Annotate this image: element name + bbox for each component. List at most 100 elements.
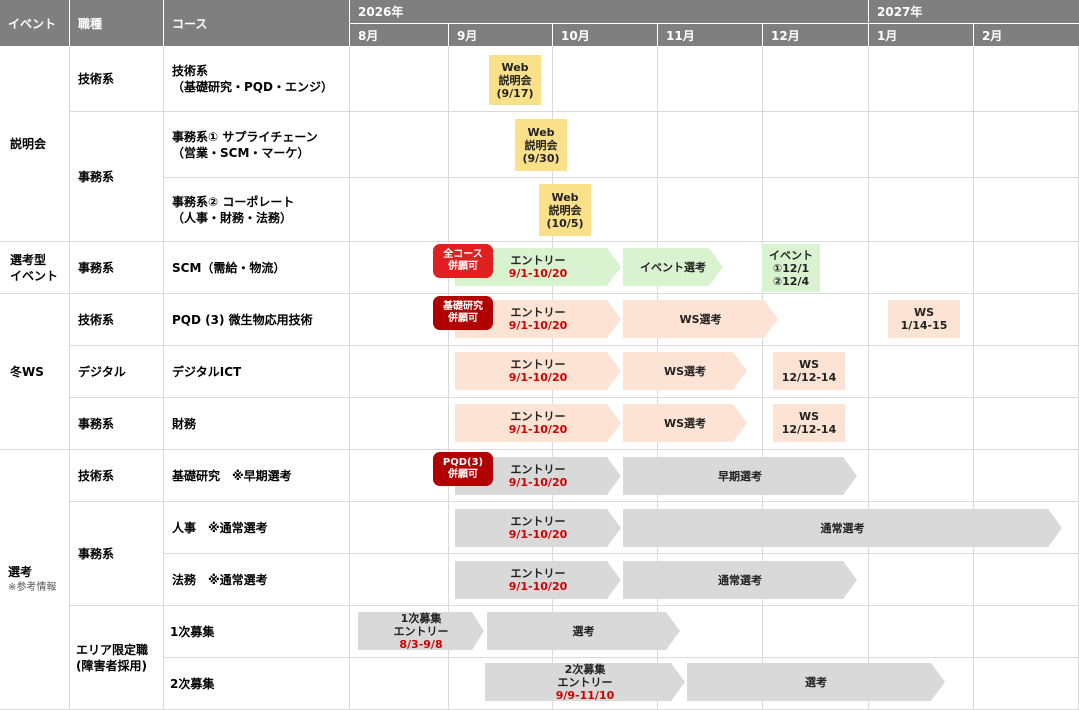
arrow-label: エントリー: [393, 624, 449, 638]
scm-select-arrow: イベント選考: [623, 248, 723, 286]
header-month-label: 8月: [358, 28, 379, 43]
grid-hline: [163, 553, 1079, 554]
box-line: 説明会: [498, 73, 532, 87]
course-label: SCM（需給・物流）: [172, 260, 286, 275]
job-digital: デジタル: [78, 346, 126, 397]
grid-hline: [69, 397, 1079, 398]
box-line: WS: [798, 410, 820, 423]
grid-hline: [0, 241, 1079, 242]
ict-select-arrow: WS選考: [623, 352, 747, 390]
box-line: (9/17): [496, 86, 534, 100]
event-setsumeikai: 説明会: [10, 46, 46, 241]
course-jinji: 人事 ※通常選考: [172, 502, 268, 553]
course-label: 技術系: [172, 63, 209, 78]
badge-line: 併願可: [448, 313, 478, 324]
scm-event-box: イベント ①12/1 ②12/4: [762, 244, 820, 292]
jinji-entry-arrow: エントリー 9/1-10/20: [455, 509, 621, 547]
arrow-date: 8/3-9/8: [399, 637, 443, 651]
badge-line: 併願可: [448, 469, 478, 480]
houmu-entry-arrow: エントリー 9/1-10/20: [455, 561, 621, 599]
job-jimu-3: 事務系: [78, 398, 114, 449]
course-label: 事務系① サプライチェーン: [172, 129, 318, 144]
job-label: 技術系: [78, 468, 115, 483]
grid-vline: [448, 46, 449, 710]
box-line: (9/30): [522, 151, 560, 165]
header-month-oct: 10月: [553, 24, 657, 46]
arrow-label: エントリー: [510, 463, 566, 476]
job-label: 事務系: [78, 260, 115, 275]
arrow-date: 9/1-10/20: [508, 319, 568, 332]
arrow-label: 通常選考: [718, 573, 762, 587]
header-month-label: 11月: [666, 28, 695, 43]
header-month-label: 12月: [771, 28, 800, 43]
arrow-label: エントリー: [510, 358, 566, 371]
header-year-2026: 2026年: [350, 0, 868, 23]
ict-entry-arrow: エントリー 9/1-10/20: [455, 352, 621, 390]
grid-hline: [69, 605, 1079, 606]
course-scm: SCM（需給・物流）: [172, 242, 285, 293]
job-label: エリア限定職: [76, 642, 149, 657]
grid-vline: [973, 46, 974, 710]
job-gijutsu-3: 技術系: [78, 450, 114, 501]
job-gijutsu-1: 技術系: [78, 46, 114, 111]
houmu-select-arrow: 通常選考: [623, 561, 857, 599]
grid-vline: [868, 46, 869, 710]
job-label: 事務系: [78, 546, 115, 561]
event-label: 選考型: [10, 252, 47, 267]
event-label: イベント: [10, 268, 59, 283]
course-boshu2: 2次募集: [170, 658, 214, 709]
badge-line: 基礎研究: [443, 301, 483, 312]
event-senkou: 選考型 イベント: [10, 242, 58, 293]
header-month-jan: 1月: [869, 24, 973, 46]
course-pqd: PQD (3) 微生物応用技術: [172, 294, 313, 345]
job-area: エリア限定職 (障害者採用): [76, 606, 148, 709]
box-line: イベント: [769, 248, 813, 262]
box-line: Web: [551, 190, 579, 204]
course-label: （人事・財務・法務）: [172, 210, 293, 225]
header-course: コース: [164, 0, 349, 46]
boshu2-select-arrow: 選考: [687, 663, 945, 701]
course-label: 財務: [172, 416, 197, 431]
header-job: 職種: [70, 0, 163, 46]
arrow-label: 1次募集: [400, 611, 442, 625]
arrow-date: 9/1-10/20: [508, 580, 568, 593]
box-line: WS: [798, 358, 820, 371]
grid-hline: [69, 111, 1079, 112]
arrow-label: WS選考: [663, 416, 707, 430]
course-jimu2: 事務系② コーポレート （人事・財務・法務）: [172, 178, 294, 241]
zaimu-ws-box: WS 12/12-14: [773, 404, 845, 442]
course-label: 事務系② コーポレート: [172, 194, 295, 209]
ict-ws-box: WS 12/12-14: [773, 352, 845, 390]
event-ws: 冬WS: [10, 294, 44, 449]
arrow-label: エントリー: [510, 515, 566, 528]
job-jimu-2: 事務系: [78, 242, 114, 293]
box-line: 12/12-14: [781, 423, 837, 436]
header-year-2026-label: 2026年: [358, 5, 404, 19]
course-zaimu: 財務: [172, 398, 196, 449]
box-line: ②12/4: [772, 274, 810, 288]
course-kiso: 基礎研究 ※早期選考: [172, 450, 292, 501]
header-month-label: 9月: [457, 28, 478, 43]
badge-line: 全コース: [443, 249, 483, 260]
arrow-date: 9/9-11/10: [555, 688, 615, 702]
grid-vline: [163, 46, 164, 710]
arrow-label: 2次募集: [564, 662, 606, 676]
grid-vline: [69, 46, 70, 710]
course-label: 人事 ※通常選考: [172, 520, 268, 535]
arrow-label: エントリー: [510, 254, 566, 267]
arrow-label: 選考: [572, 624, 595, 638]
course-label: （基礎研究・PQD・エンジ）: [172, 79, 333, 94]
arrow-date: 9/1-10/20: [508, 267, 568, 280]
arrow-date: 9/1-10/20: [508, 423, 568, 436]
course-jimu1: 事務系① サプライチェーン （営業・SCM・マーケ）: [172, 112, 318, 177]
badge-line: PQD(3): [442, 457, 484, 468]
job-label: 技術系: [78, 312, 115, 327]
box-line: (10/5): [546, 216, 584, 230]
course-label: 基礎研究 ※早期選考: [172, 468, 292, 483]
grid-hline: [0, 449, 1079, 450]
arrow-date: 9/1-10/20: [508, 371, 568, 384]
pqd-badge: 基礎研究 併願可: [433, 296, 493, 330]
arrow-label: イベント選考: [640, 260, 706, 274]
arrow-date: 9/1-10/20: [508, 476, 568, 489]
arrow-date: 9/1-10/20: [508, 528, 568, 541]
